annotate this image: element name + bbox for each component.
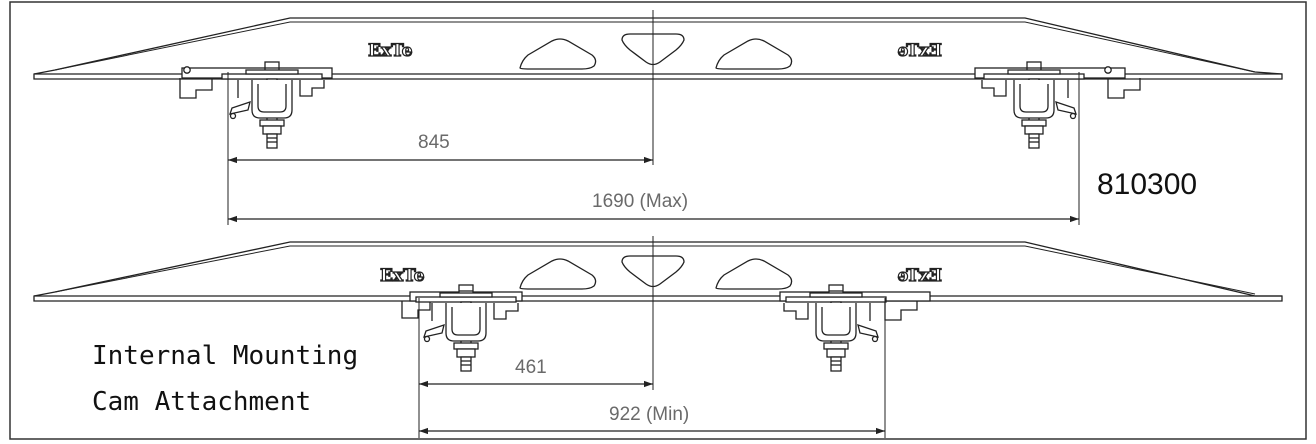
svg-text:ExTe: ExTe: [897, 266, 942, 286]
lower-left-clamp: [415, 284, 519, 372]
upper-logo-left: ExTe: [367, 40, 413, 61]
lower-assembly: [33, 241, 1283, 321]
lower-right-clamp: [783, 284, 887, 372]
svg-text:ExTe: ExTe: [368, 41, 413, 61]
dim-label-922: 922 (Min): [609, 404, 689, 425]
title-line-2: Cam Attachment: [92, 387, 311, 417]
part-number: 810300: [1097, 168, 1197, 201]
upper-assembly: [33, 17, 1283, 99]
dim-label-461: 461: [515, 357, 547, 378]
dim-label-845: 845: [418, 132, 450, 153]
title-line-1: Internal Mounting: [92, 341, 358, 371]
upper-logo-right: ExTe: [897, 40, 943, 61]
upper-left-clamp: [221, 61, 325, 149]
svg-text:ExTe: ExTe: [380, 266, 425, 286]
dim-label-1690: 1690 (Max): [592, 191, 688, 212]
lower-logo-right: ExTe: [897, 265, 943, 286]
lower-logo-left: ExTe: [379, 265, 425, 286]
drawing-border: [9, 1, 1307, 440]
svg-text:ExTe: ExTe: [897, 41, 942, 61]
upper-right-clamp: [981, 61, 1085, 149]
